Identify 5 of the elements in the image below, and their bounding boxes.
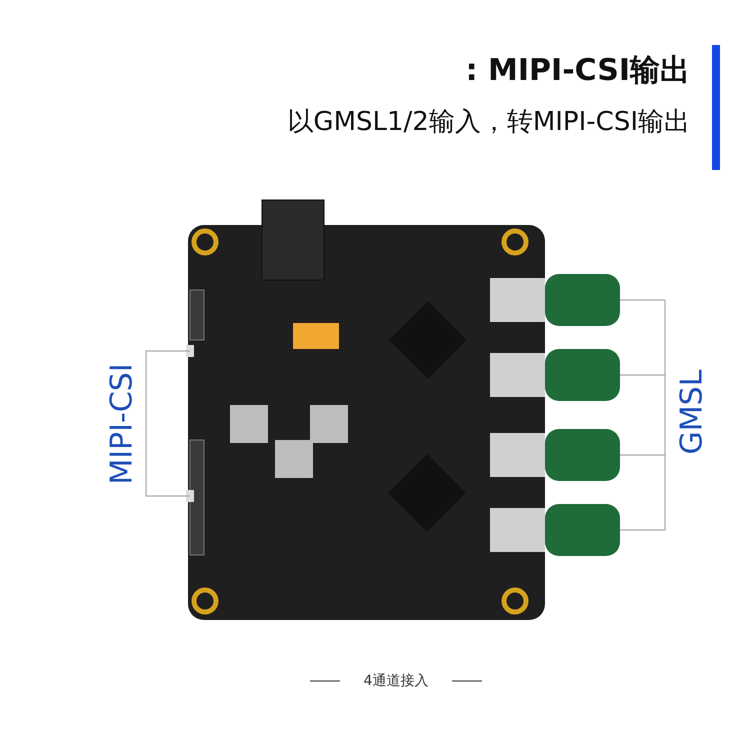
subtitle: 以GMSL1/2输入，转MIPI-CSI输出 xyxy=(287,106,690,139)
port-label: MIPI-CSI xyxy=(104,363,140,485)
port-label: GMSL xyxy=(674,370,710,454)
caption: 4通道接入 xyxy=(364,672,428,690)
title: : MIPI-CSI输出 xyxy=(466,52,690,90)
